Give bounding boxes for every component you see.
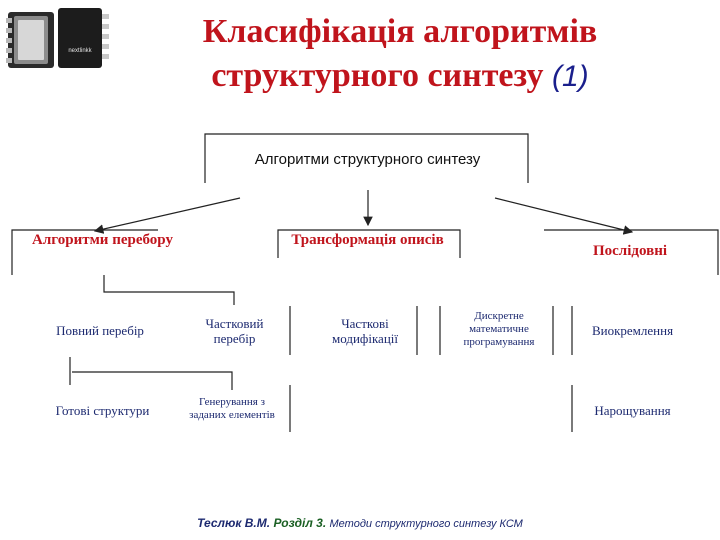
title-line-1: Класифікація алгоритмів xyxy=(202,13,598,50)
chip-icon: nextlinkk xyxy=(6,8,109,68)
footer-author: Теслюк В.М. xyxy=(197,516,271,530)
title-line-2-text: структурного синтезу xyxy=(211,57,544,94)
chip-logo: nextlinkk xyxy=(6,6,118,72)
group-transformation: Трансформація описів xyxy=(291,232,444,248)
footer-section: Розділ 3. xyxy=(273,516,327,530)
svg-text:nextlinkk: nextlinkk xyxy=(68,48,92,54)
group-enumeration: Алгоритми перебору xyxy=(32,232,173,248)
title-line-2: структурного синтезу (1) xyxy=(120,54,680,99)
leaf-full-enumeration: Повний перебір xyxy=(56,323,144,338)
leaf-ready-structures: Готові структури xyxy=(55,403,150,418)
group-sequential: Послідовні xyxy=(592,243,668,259)
leaf-isolation: Виокремлення xyxy=(591,323,674,338)
leaf-partial-modifications: Часткові модифікації xyxy=(331,316,399,346)
footer: Теслюк В.М. Розділ 3. Методи структурног… xyxy=(0,516,720,530)
leaf-generation: Генерування з заданих елементів xyxy=(189,396,275,421)
footer-topic: Методи структурного синтезу КСМ xyxy=(329,518,523,530)
leaf-growing: Нарощування xyxy=(594,403,671,418)
root-node: Алгоритми структурного синтезу xyxy=(254,151,481,168)
page-title: Класифікація алгоритмів структурного син… xyxy=(120,10,680,99)
title-number: (1) xyxy=(551,60,589,93)
leaf-partial-enumeration: Частковий перебір xyxy=(205,316,264,346)
leaf-discrete-programming: Дискретне математичне програмування xyxy=(463,310,535,348)
